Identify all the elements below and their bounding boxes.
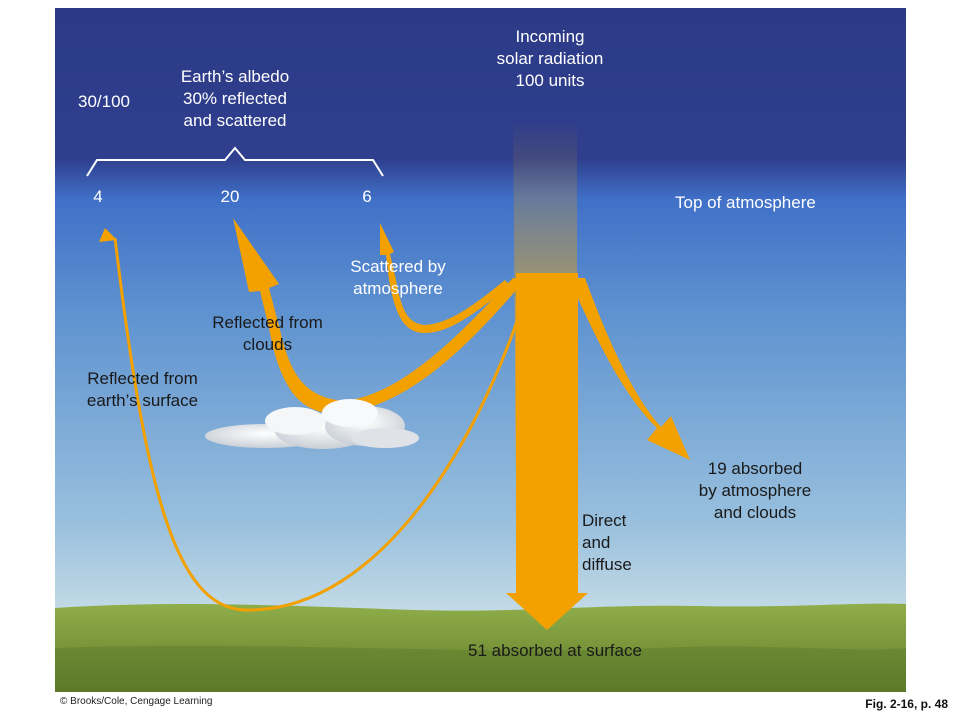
reflected-clouds-label: Reflected from clouds — [212, 313, 323, 354]
ground-shade — [55, 645, 906, 692]
albedo-value-surface: 4 — [93, 187, 103, 206]
albedo-value-atmosphere: 6 — [362, 187, 372, 206]
direct-diffuse-label: Direct and diffuse — [582, 511, 632, 574]
sky-background — [55, 8, 906, 692]
scattered-atmosphere-arrow — [380, 223, 510, 333]
ground-surface — [55, 603, 906, 692]
albedo-label: Earth’s albedo 30% reflected and scatter… — [180, 67, 290, 130]
copyright-credit: © Brooks/Cole, Cengage Learning — [60, 696, 213, 707]
top-of-atmosphere-label: Top of atmosphere — [675, 193, 816, 212]
radiation-budget-diagram: Incoming solar radiation 100 units 30/10… — [55, 8, 906, 692]
reflected-surface-label: Reflected from earth’s surface — [86, 369, 199, 410]
cloud — [205, 399, 419, 449]
absorbed-atmosphere-arrow — [569, 278, 690, 460]
reflected-surface-arrowhead — [99, 228, 117, 242]
albedo-bracket — [86, 146, 384, 177]
absorbed-surface-label: 51 absorbed at surface — [468, 641, 642, 660]
incoming-radiation-label: Incoming solar radiation 100 units — [496, 27, 604, 90]
diagram-canvas — [55, 8, 906, 692]
albedo-value-clouds: 20 — [220, 187, 240, 206]
absorbed-atmosphere-label: 19 absorbed by atmosphere and clouds — [698, 459, 812, 522]
figure-reference: Fig. 2-16, p. 48 — [865, 697, 948, 711]
reflected-surface-curve — [113, 237, 529, 612]
direct-diffuse-column — [516, 273, 578, 595]
scattered-label: Scattered by atmosphere — [350, 257, 446, 298]
albedo-ratio-label: 30/100 — [78, 92, 130, 111]
